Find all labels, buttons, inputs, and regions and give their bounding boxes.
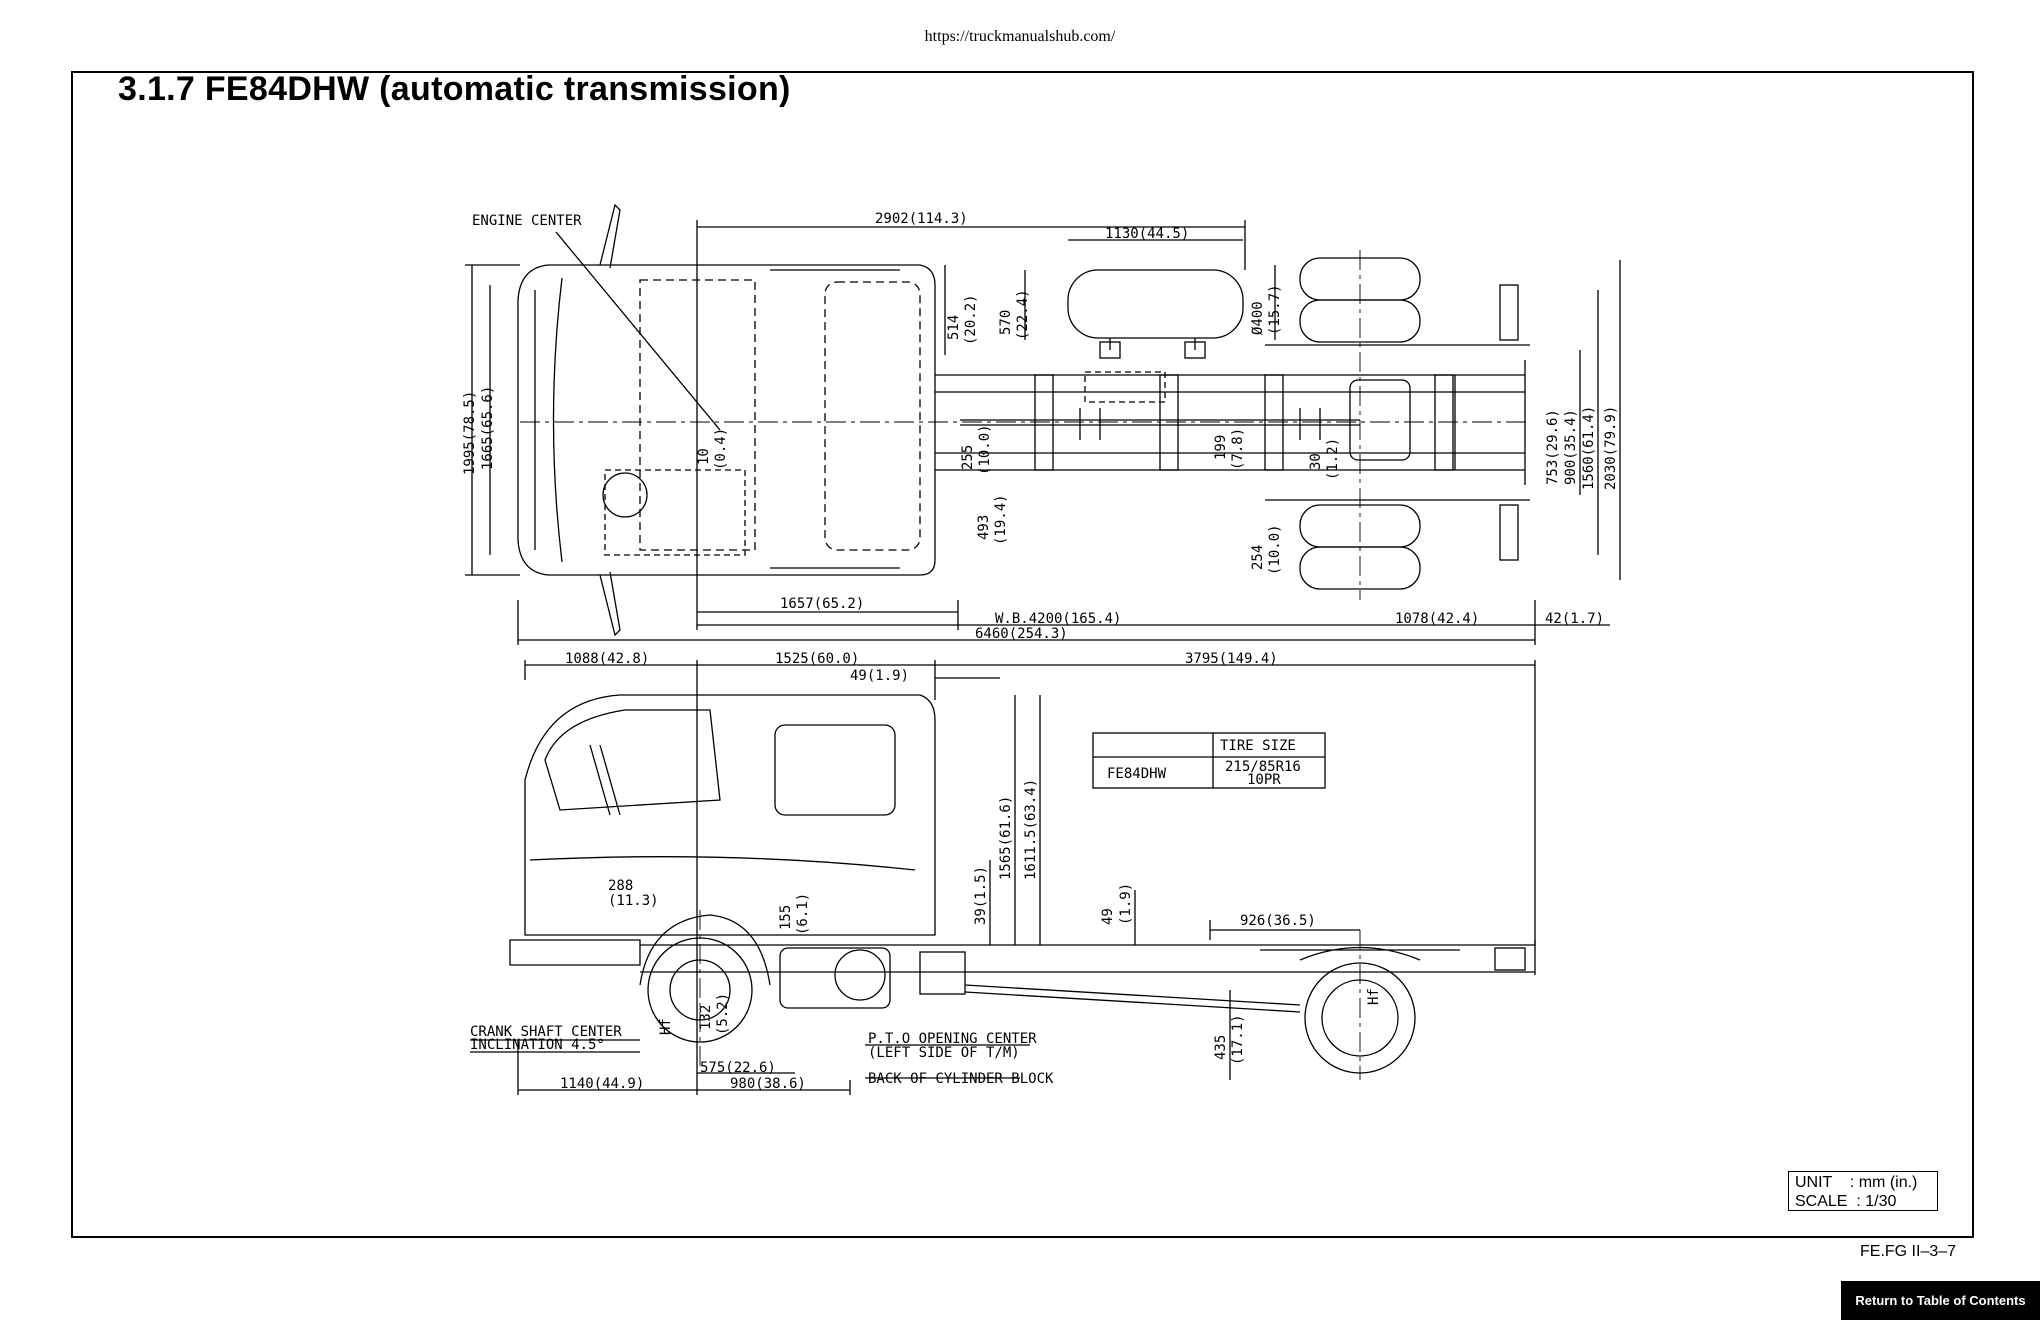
drawing-frame <box>71 71 1974 1238</box>
scale-label: SCALE : 1/30 <box>1795 1193 1897 1210</box>
dim-side-435-in: (17.1) <box>1230 1014 1246 1065</box>
tire-table-model: FE84DHW <box>1107 766 1167 782</box>
dim-plan-254-in: (10.0) <box>1267 524 1283 575</box>
dim-side-980: 980(38.6) <box>730 1076 806 1092</box>
pto-side-label: (LEFT SIDE OF T/M) <box>868 1045 1020 1061</box>
dim-plan-1078: 1078(42.4) <box>1395 611 1479 627</box>
page-number: FE.FG II–3–7 <box>1860 1243 1957 1260</box>
section-title: 3.1.7 FE84DHW (automatic transmission) <box>118 70 791 108</box>
dim-plan-514: 514 <box>946 315 962 340</box>
dim-plan-199: 199 <box>1213 435 1229 460</box>
dim-plan-1130: 1130(44.5) <box>1105 226 1189 242</box>
back-cylinder-block-label: BACK OF CYLINDER BLOCK <box>868 1071 1054 1087</box>
dim-plan-6460: 6460(254.3) <box>975 626 1068 642</box>
tire-table-ply: 10PR <box>1247 772 1281 788</box>
dim-plan-10-in: (0.4) <box>713 428 729 470</box>
dim-side-1565: 1565(61.6) <box>998 796 1014 880</box>
dim-side-1525: 1525(60.0) <box>775 651 859 667</box>
dim-plan-10: 10 <box>696 448 712 465</box>
dim-plan-400-in: (15.7) <box>1267 284 1283 335</box>
dim-plan-1657: 1657(65.2) <box>780 596 864 612</box>
dim-plan-wheelbase: W.B.4200(165.4) <box>995 611 1121 627</box>
dim-plan-1665: 1665(65.6) <box>480 386 496 470</box>
dim-side-132: 132 <box>698 1005 714 1030</box>
dim-side-132-in: (5.2) <box>715 993 731 1035</box>
dim-plan-570-in: (22.4) <box>1015 289 1031 340</box>
dim-plan-255: 255 <box>960 445 976 470</box>
dim-plan-493-in: (19.4) <box>993 494 1009 545</box>
dim-side-575: 575(22.6) <box>700 1060 776 1076</box>
dim-side-1088: 1088(42.8) <box>565 651 649 667</box>
return-to-toc-button[interactable]: Return to Table of Contents <box>1841 1281 2040 1320</box>
dim-side-1140: 1140(44.9) <box>560 1076 644 1092</box>
dim-side-49-in: (1.9) <box>1118 883 1134 925</box>
pto-center-label: P.T.O OPENING CENTER <box>868 1031 1037 1047</box>
hf-front-label: Hf <box>658 1018 674 1035</box>
dim-side-288: 288 <box>608 878 633 894</box>
dim-side-155: 155 <box>778 905 794 930</box>
dim-plan-1560: 1560(61.4) <box>1581 406 1597 490</box>
dim-plan-199-in: (7.8) <box>1230 428 1246 470</box>
dim-plan-1995: 1995(78.5) <box>462 391 478 475</box>
dim-plan-254: 254 <box>1250 545 1266 570</box>
dim-plan-753: 753(29.6) <box>1545 409 1561 485</box>
dim-plan-255-in: (10.0) <box>977 424 993 475</box>
dim-plan-30-in: (1.2) <box>1325 438 1341 480</box>
dim-plan-42: 42(1.7) <box>1545 611 1604 627</box>
crank-inclination-label: INCLINATION 4.5° <box>470 1037 605 1053</box>
dim-plan-2902: 2902(114.3) <box>875 211 968 227</box>
dim-plan-30: 30 <box>1308 453 1324 470</box>
dim-side-288-in: (11.3) <box>608 893 659 909</box>
dim-side-926: 926(36.5) <box>1240 913 1316 929</box>
dim-plan-570: 570 <box>998 310 1014 335</box>
dim-plan-514-in: (20.2) <box>963 294 979 345</box>
engine-center-label: ENGINE CENTER <box>472 213 582 229</box>
dim-plan-900: 900(35.4) <box>1563 409 1579 485</box>
dim-side-49a: 49(1.9) <box>850 668 909 684</box>
unit-scale-box: UNIT : mm (in.) SCALE : 1/30 <box>1788 1171 1938 1211</box>
dim-side-1611: 1611.5(63.4) <box>1023 779 1039 880</box>
dim-plan-493: 493 <box>976 515 992 540</box>
tire-table-header: TIRE SIZE <box>1220 738 1296 754</box>
dim-side-155-in: (6.1) <box>795 893 811 935</box>
dim-plan-400: Ø400 <box>1250 301 1266 335</box>
dim-side-435: 435 <box>1213 1035 1229 1060</box>
dim-side-39: 39(1.5) <box>973 866 989 925</box>
hf-rear-label: Hf <box>1366 988 1382 1005</box>
dim-plan-2030: 2030(79.9) <box>1603 406 1619 490</box>
tire-table-size: 215/85R16 <box>1225 759 1301 775</box>
dim-side-3795: 3795(149.4) <box>1185 651 1278 667</box>
dim-side-49: 49 <box>1100 908 1116 925</box>
crank-shaft-label: CRANK SHAFT CENTER <box>470 1024 622 1040</box>
unit-label: UNIT : mm (in.) <box>1795 1174 1918 1191</box>
source-url: https://truckmanualshub.com/ <box>924 28 1116 45</box>
